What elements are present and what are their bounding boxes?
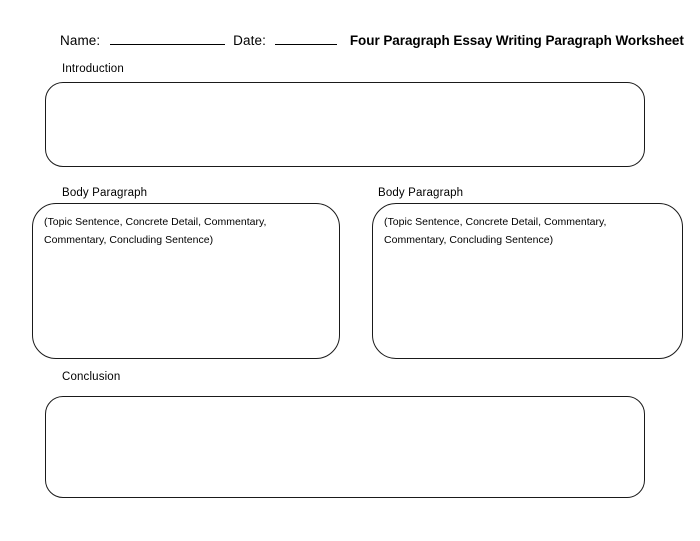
date-label: Date:: [233, 33, 266, 48]
body-paragraph-right-label: Body Paragraph: [378, 187, 464, 199]
name-input[interactable]: [109, 31, 225, 45]
introduction-label: Introduction: [62, 63, 124, 75]
conclusion-textbox[interactable]: [45, 396, 645, 498]
name-label: Name:: [60, 33, 101, 48]
body-paragraph-right-hint: (Topic Sentence, Concrete Detail, Commen…: [384, 216, 607, 247]
date-input[interactable]: [275, 31, 338, 45]
body-paragraph-left-textbox[interactable]: (Topic Sentence, Concrete Detail, Commen…: [32, 203, 340, 359]
body-paragraph-left-hint: (Topic Sentence, Concrete Detail, Commen…: [44, 216, 267, 247]
worksheet-header: Name: Date: Four Paragraph Essay Writing…: [60, 31, 684, 51]
introduction-textbox[interactable]: [45, 82, 645, 167]
conclusion-label: Conclusion: [62, 371, 121, 383]
body-paragraph-left-label: Body Paragraph: [62, 187, 148, 199]
body-paragraph-right-textbox[interactable]: (Topic Sentence, Concrete Detail, Commen…: [372, 203, 683, 359]
page-title: Four Paragraph Essay Writing Paragraph W…: [349, 33, 684, 48]
